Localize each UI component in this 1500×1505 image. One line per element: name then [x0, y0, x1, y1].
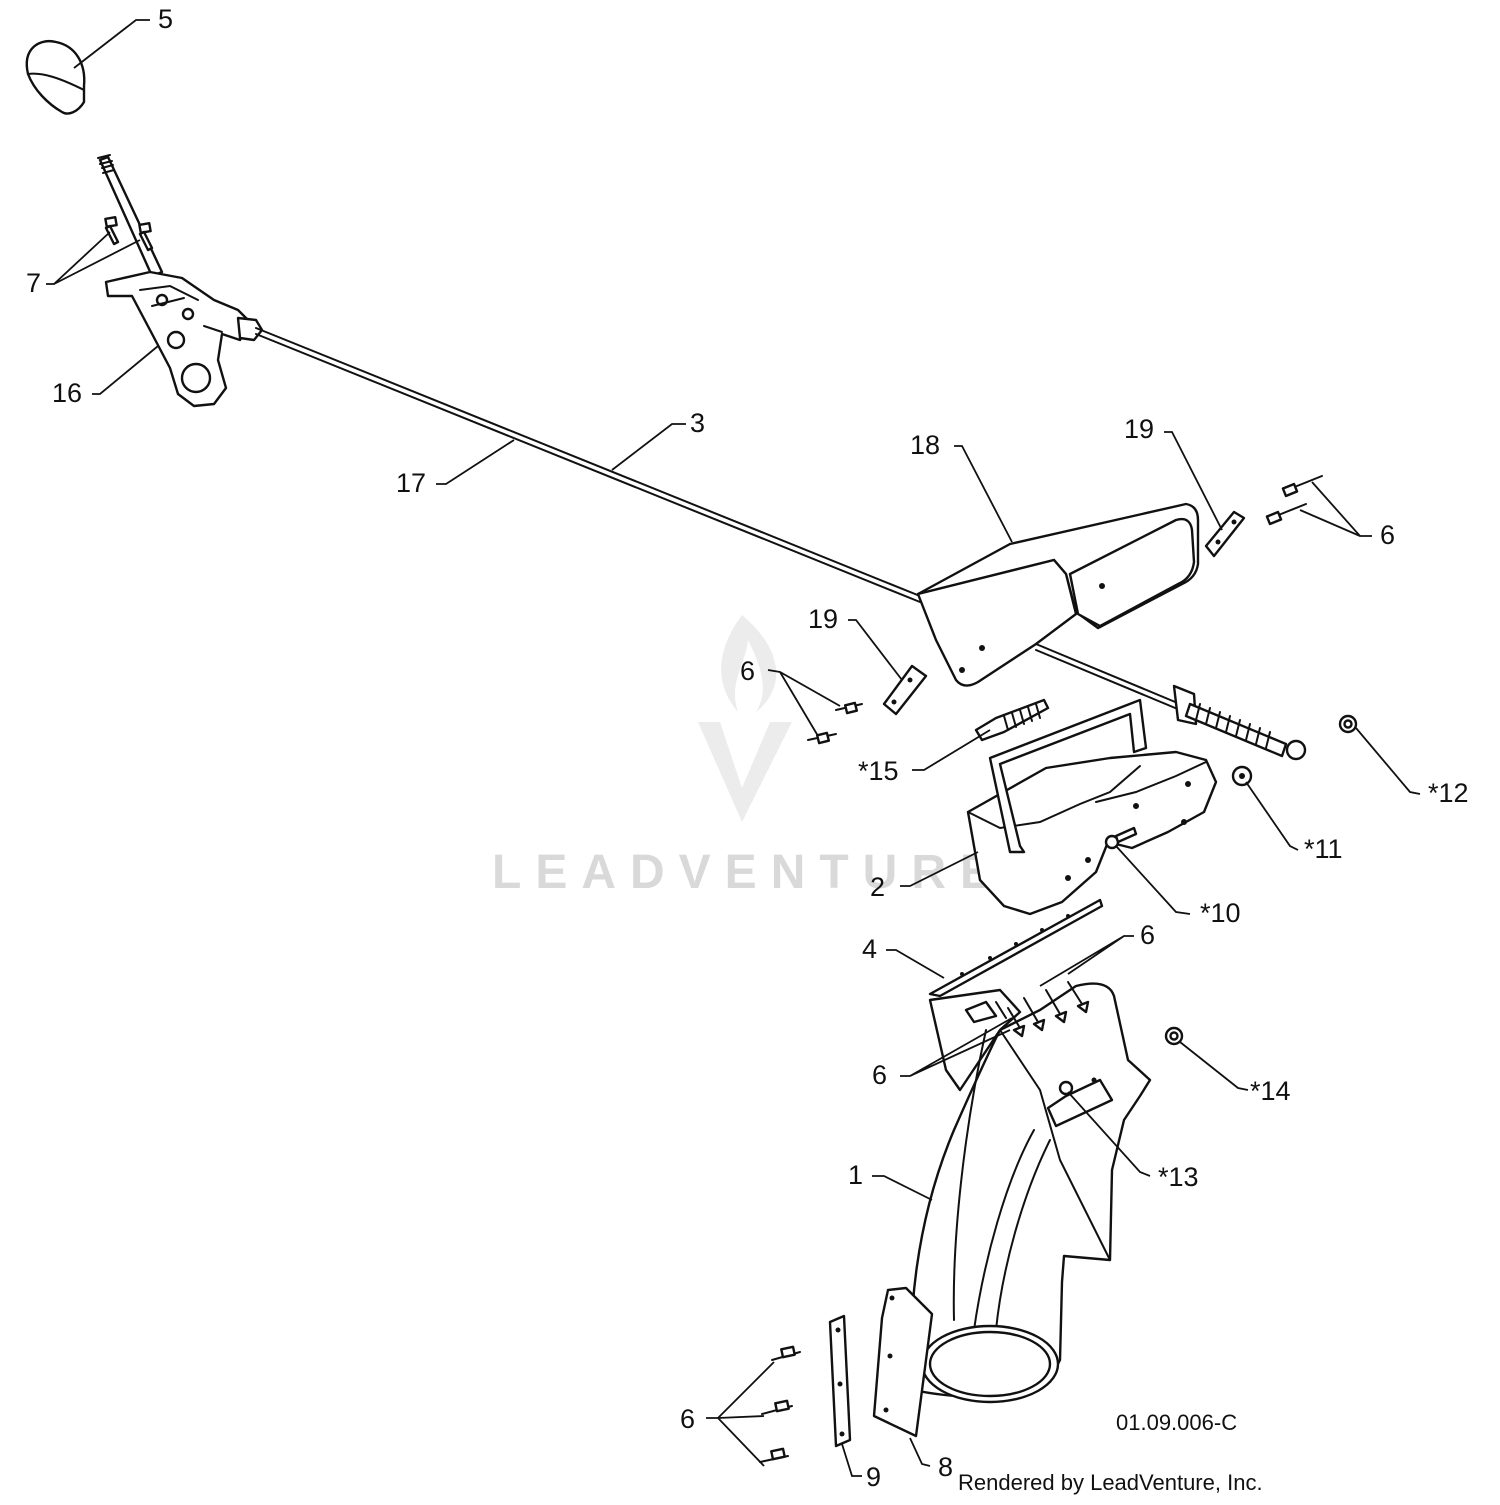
callout-3: 3 — [690, 408, 705, 438]
washer-part — [1231, 765, 1253, 787]
rivets-lower-left — [759, 1345, 801, 1463]
callout-8: 8 — [938, 1452, 953, 1482]
callout-11: *11 — [1304, 834, 1343, 864]
callout-9: 9 — [866, 1462, 881, 1492]
bolt-upper — [104, 215, 120, 246]
callout-6-upper-right: 6 — [1380, 520, 1395, 550]
callout-19-lower: 19 — [808, 604, 838, 634]
credit-text: Rendered by LeadVenture, Inc. — [958, 1470, 1263, 1495]
strip-part — [928, 898, 1104, 998]
callout-19-upper: 19 — [1124, 414, 1154, 444]
callout-10: *10 — [1200, 898, 1241, 928]
callout-18: 18 — [910, 430, 940, 460]
lower-chute-part — [910, 982, 1152, 1404]
drawing-code: 01.09.006-C — [1116, 1410, 1237, 1435]
callout-16: 16 — [52, 378, 82, 408]
control-cable — [255, 327, 1307, 761]
nut-part — [1338, 714, 1358, 734]
rivets-mid-left — [807, 701, 863, 745]
callout-7: 7 — [26, 268, 41, 298]
knob-part — [25, 39, 86, 115]
callout-13: *13 — [1158, 1162, 1199, 1192]
watermark-text: LEADVENTURE — [492, 846, 1006, 899]
callout-6-lower-left: 6 — [680, 1404, 695, 1434]
callout-15: *15 — [858, 756, 899, 786]
upper-chute-part — [966, 698, 1218, 916]
plate-upper — [1204, 510, 1246, 558]
leader-lines — [46, 19, 1421, 1477]
callout-6-mid-left: 6 — [740, 656, 755, 686]
callout-5: 5 — [158, 4, 173, 34]
callout-14: *14 — [1250, 1076, 1291, 1106]
callout-6-strip: 6 — [1140, 920, 1155, 950]
deflector-part — [916, 502, 1200, 687]
plate-8-part — [872, 1286, 934, 1438]
callout-6-chute: 6 — [872, 1060, 887, 1090]
shift-lever-assembly — [97, 154, 264, 408]
callout-17: 17 — [396, 468, 426, 498]
watermark-logo — [698, 615, 792, 822]
nut-lower-part — [1164, 1026, 1184, 1046]
callouts: 5 7 16 17 3 18 19 6 19 6 *15 *12 *11 2 *… — [26, 4, 1469, 1492]
strip-9-part — [828, 1314, 852, 1448]
callout-2: 2 — [870, 872, 885, 902]
callout-12: *12 — [1428, 778, 1469, 808]
plate-lower — [882, 664, 928, 716]
rivets-chute — [995, 981, 1090, 1038]
callout-4: 4 — [862, 934, 877, 964]
rivets-upper-right — [1265, 475, 1323, 526]
spring-part — [974, 698, 1050, 742]
bolt-lower — [138, 221, 154, 252]
callout-1: 1 — [848, 1160, 863, 1190]
